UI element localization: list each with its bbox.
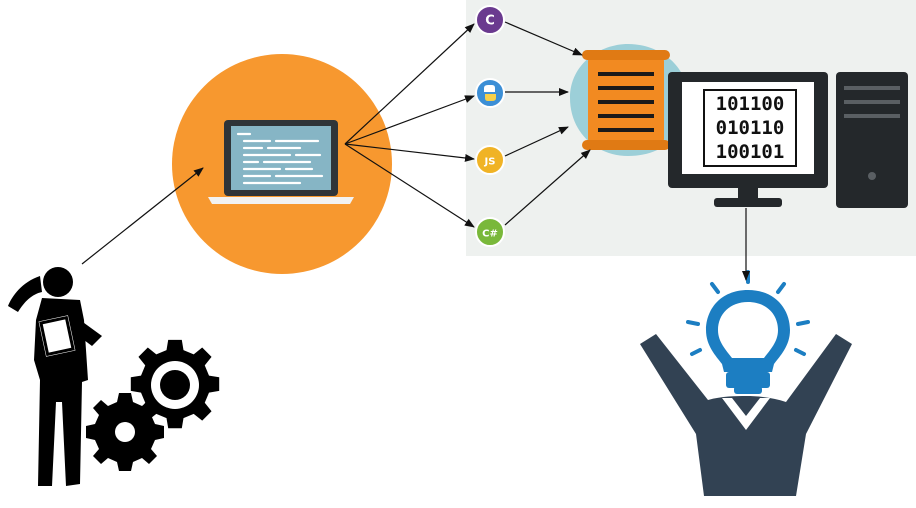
monitor-icon: 101100 010110 100101 [668, 72, 828, 207]
python-snake-bottom [485, 94, 496, 101]
laptop-icon [172, 54, 392, 274]
binary-line: 101100 [716, 93, 785, 115]
binary-line: 100101 [716, 141, 785, 163]
javascript-icon: JS [475, 145, 505, 175]
arrow-laptop-to-c [344, 23, 475, 145]
c-language-icon: C [475, 5, 505, 35]
arrow-laptop-to-python [344, 95, 475, 145]
lightbulb-icon [686, 270, 810, 394]
language-badges: C JS C# [475, 5, 505, 247]
arrow-laptop-to-csharp [344, 143, 475, 228]
arrow-csharp-to-scroll [504, 149, 591, 226]
arrow-developer-to-laptop [81, 167, 204, 265]
csharp-badge-circle [475, 217, 505, 247]
computer-tower-icon [836, 72, 908, 208]
flow-arrows [81, 21, 750, 281]
arrow-c-to-scroll [504, 21, 583, 56]
js-badge-label: JS [484, 157, 496, 168]
binary-line: 010110 [716, 117, 785, 139]
csharp-badge-label: C# [482, 229, 498, 240]
developer-with-gears-icon [8, 267, 220, 486]
js-badge-circle [475, 145, 505, 175]
arrow-laptop-to-js [344, 143, 475, 162]
c-badge-label: C [485, 14, 495, 29]
light-rays [686, 270, 810, 356]
c-badge-circle [475, 5, 505, 35]
code-lines [236, 132, 324, 185]
arrow-js-to-scroll [504, 126, 569, 157]
python-icon [475, 78, 505, 108]
idea-person-icon [640, 270, 852, 496]
csharp-icon: C# [475, 217, 505, 247]
python-snake-top [484, 85, 495, 92]
source-code-scroll-icon [570, 44, 700, 156]
python-badge-circle [475, 78, 505, 108]
